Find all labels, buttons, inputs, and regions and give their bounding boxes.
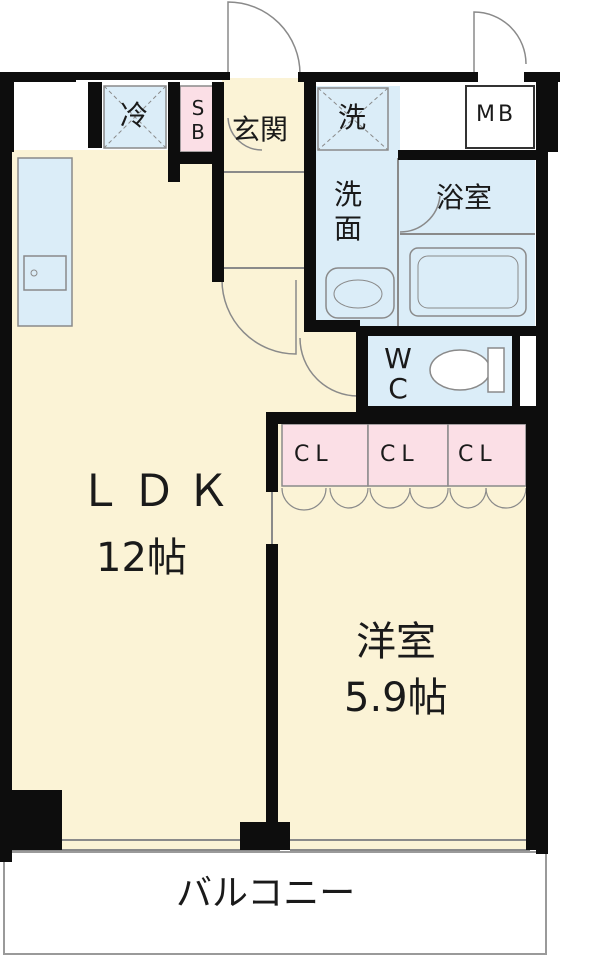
door-swings <box>221 1 527 397</box>
entrance-label: 玄関 <box>232 113 289 146</box>
closet-label-2: CL <box>380 442 420 467</box>
entrance-floor <box>222 78 306 338</box>
western-name: 洋室 <box>356 619 436 665</box>
shoe-box <box>179 85 215 153</box>
bathtub <box>409 247 527 317</box>
closet-doors <box>281 487 527 511</box>
meter-box-label: MB <box>476 102 517 127</box>
balcony-label: バルコニー <box>176 873 356 914</box>
closet-2 <box>367 423 449 487</box>
bath-label: 浴室 <box>436 181 493 214</box>
closet-1 <box>281 423 369 487</box>
fridge-label: 冷 <box>120 99 149 132</box>
ldk-size: 12帖 <box>96 535 187 581</box>
toilet <box>429 349 491 391</box>
closet-label-1: CL <box>294 442 334 467</box>
western-floor <box>280 420 535 850</box>
washbasin <box>325 267 395 319</box>
washer-label: 洗 <box>338 101 367 134</box>
western-size: 5.9帖 <box>344 675 448 721</box>
kitchen-counter <box>17 157 73 327</box>
closet-label-3: CL <box>458 442 498 467</box>
kitchen-sink <box>23 255 67 291</box>
balcony-area <box>3 851 547 955</box>
meter-box <box>465 85 535 149</box>
closet-3 <box>447 423 527 487</box>
ldk-name: ＬＤＫ <box>78 466 240 517</box>
wc-label: WC <box>384 342 412 405</box>
washroom-label: 洗面 <box>334 178 363 245</box>
shoe-box-label: SB <box>191 96 205 144</box>
walls <box>0 72 560 862</box>
